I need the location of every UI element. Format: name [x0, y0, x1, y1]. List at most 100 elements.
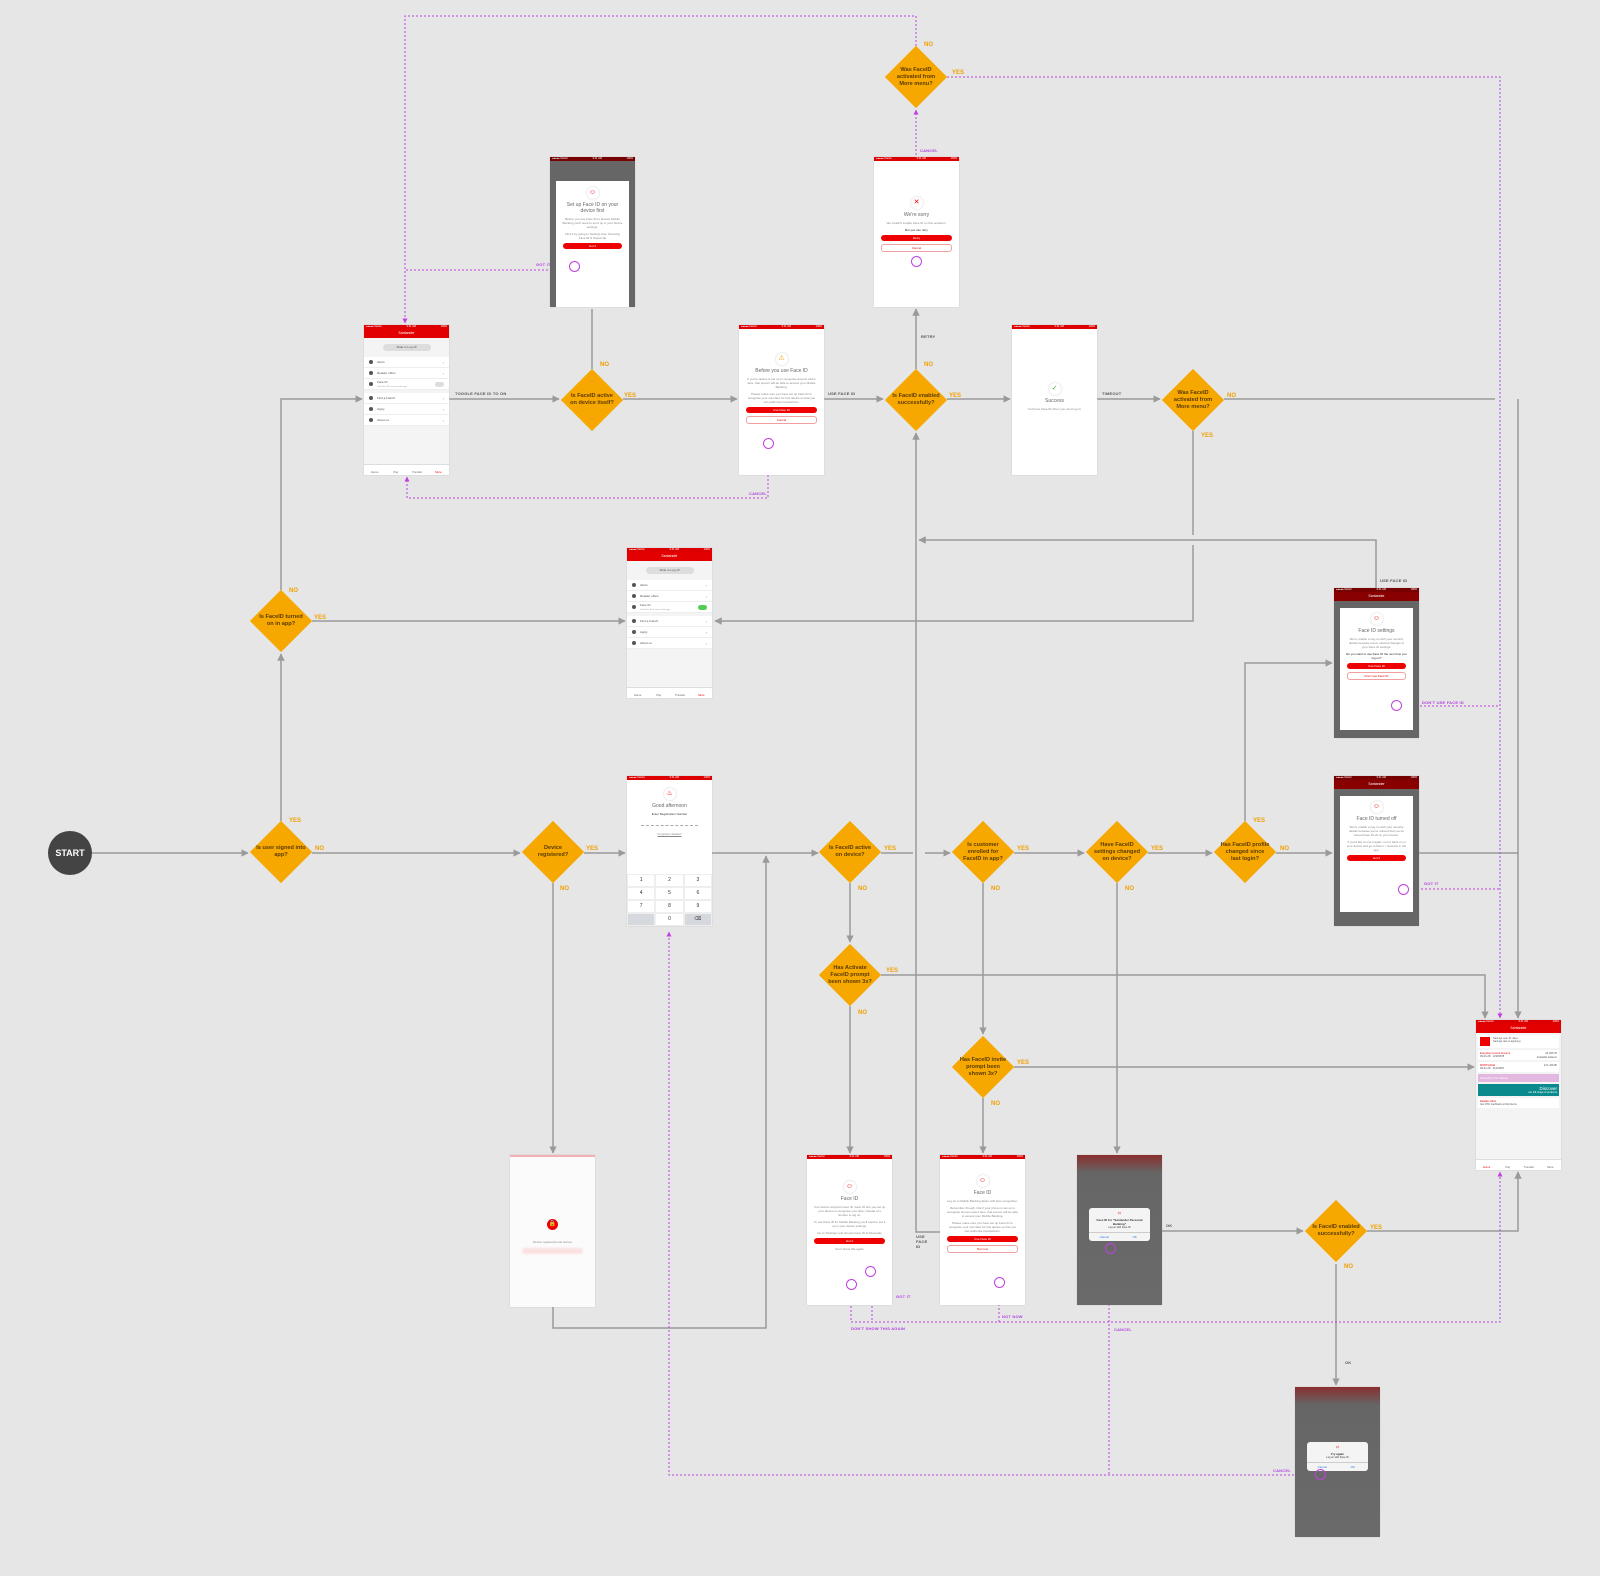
- cancel-button[interactable]: Cancel: [1099, 1235, 1109, 1239]
- warning-icon: ⚠: [775, 353, 788, 365]
- key[interactable]: 1: [627, 874, 656, 887]
- menu-item-retailer-offers[interactable]: Retailer offers›: [364, 368, 449, 379]
- menu-item-alerts[interactable]: Alerts›: [627, 580, 712, 591]
- tap-indicator: [763, 438, 774, 449]
- menu-item-about[interactable]: About us›: [627, 638, 712, 649]
- use-face-id-button[interactable]: Use Face ID: [1347, 663, 1406, 669]
- ok-button[interactable]: OK: [1350, 1465, 1355, 1469]
- branch-label-no: NO: [924, 42, 933, 48]
- key[interactable]: 6: [683, 887, 712, 900]
- got-it-button[interactable]: Got it: [563, 243, 622, 249]
- face-id-icon: ⌗: [1335, 1445, 1340, 1451]
- not-now-button[interactable]: Not now: [947, 1245, 1018, 1253]
- branch-label-yes: YES: [1370, 1225, 1383, 1231]
- edge-label-dont-use: DON'T USE FACE ID: [1422, 700, 1464, 705]
- logoff-slider[interactable]: Slide to Log off: [382, 344, 431, 351]
- tap-indicator: [846, 1279, 857, 1290]
- menu-item-about[interactable]: About us›: [364, 415, 449, 426]
- face-id-icon: ☺: [1370, 613, 1383, 625]
- tab-home[interactable]: Home: [1482, 1165, 1491, 1169]
- decision-d5: Is FaceID enabled successfully?: [884, 368, 948, 432]
- decision-d6: Was FaceID activated from More menu?: [1161, 368, 1225, 432]
- menu-item-retailer-offers[interactable]: Retailer offers›: [627, 591, 712, 602]
- backspace-key[interactable]: ⌫: [683, 913, 712, 926]
- dont-show-again-link[interactable]: Don't show this again: [835, 1247, 864, 1251]
- menu-item-apply[interactable]: Apply›: [627, 627, 712, 638]
- face-id-toggle[interactable]: [435, 381, 444, 387]
- dialog-text: Before you use Face ID to access Mobile …: [562, 217, 623, 229]
- got-it-button[interactable]: Got it: [814, 1238, 885, 1244]
- use-face-id-button[interactable]: Use Face ID: [746, 407, 817, 413]
- menu-item-find-branch[interactable]: Find a branch›: [364, 393, 449, 404]
- branch-label-yes: YES: [624, 393, 637, 399]
- edge-label-cancel: CANCEL: [1114, 1327, 1132, 1332]
- brand-header: Santander: [627, 552, 712, 561]
- retry-button[interactable]: Retry: [881, 235, 952, 241]
- key[interactable]: 7: [627, 900, 656, 913]
- cancel-button[interactable]: Cancel: [746, 416, 817, 424]
- branch-label-yes: YES: [886, 968, 899, 974]
- logoff-slider[interactable]: Slide to Log off: [645, 567, 694, 574]
- decision-text: Is FaceID active on device?: [829, 845, 871, 858]
- tab-transfer[interactable]: Transfer: [1523, 1165, 1535, 1169]
- tap-indicator: [1105, 1243, 1116, 1254]
- key[interactable]: 2: [655, 874, 684, 887]
- branch-label-no: NO: [1227, 393, 1236, 399]
- use-face-id-button[interactable]: Use Face ID: [947, 1236, 1018, 1242]
- tap-indicator: [911, 256, 922, 267]
- face-id-toggle[interactable]: [698, 604, 707, 610]
- tab-pay[interactable]: Pay: [1505, 1165, 1511, 1169]
- cancel-button[interactable]: Cancel: [1317, 1465, 1327, 1469]
- decision-d1: Is user signed into app?: [249, 820, 313, 884]
- key[interactable]: 9: [683, 900, 712, 913]
- branch-label-no: NO: [1125, 886, 1134, 892]
- cancel-button[interactable]: Cancel: [881, 244, 952, 252]
- screen-text: To use Face ID for Mobile Banking you'll…: [813, 1220, 886, 1228]
- forgotten-details-link[interactable]: Forgotten details?: [657, 832, 682, 836]
- key[interactable]: 0: [655, 913, 684, 926]
- key[interactable]: 3: [683, 874, 712, 887]
- tab-more[interactable]: More: [435, 470, 442, 474]
- screen-title: Success: [1045, 398, 1064, 404]
- edge-label-cancel: CANCEL: [1273, 1468, 1291, 1473]
- tab-transfer[interactable]: Transfer: [411, 470, 423, 474]
- key[interactable]: 8: [655, 900, 684, 913]
- edge-label-cancel: CANCEL: [749, 491, 767, 496]
- tab-home[interactable]: Home: [633, 693, 642, 697]
- key[interactable]: 4: [627, 887, 656, 900]
- tab-more[interactable]: More: [1547, 1165, 1554, 1169]
- tab-transfer[interactable]: Transfer: [674, 693, 686, 697]
- key[interactable]: 5: [655, 887, 684, 900]
- tab-more[interactable]: More: [698, 693, 705, 697]
- menu-item-apply[interactable]: Apply›: [364, 404, 449, 415]
- branch-label-no: NO: [991, 886, 1000, 892]
- promo-banner[interactable]: Protecting Your Money: [1478, 1074, 1559, 1082]
- decision-d9: Has Activate FaceID prompt been shown 3x…: [818, 943, 882, 1007]
- decision-text: Have FaceID settings changed on device?: [1093, 841, 1140, 862]
- got-it-button[interactable]: Got it: [1347, 855, 1406, 861]
- menu-item-find-branch[interactable]: Find a branch›: [627, 616, 712, 627]
- decision-d12: Have FaceID settings changed on device?: [1085, 820, 1149, 884]
- edge-label-use-face-id: USE FACE ID: [828, 391, 856, 396]
- tab-pay[interactable]: Pay: [656, 693, 662, 697]
- tab-home[interactable]: Home: [370, 470, 379, 474]
- dont-use-face-id-button[interactable]: Don't use Face ID: [1347, 672, 1406, 680]
- decision-text: Is user signed into app?: [256, 845, 306, 858]
- decision-d14: Is FaceID enabled successfully?: [1304, 1199, 1368, 1263]
- ok-button[interactable]: OK: [1132, 1235, 1137, 1239]
- tab-pay[interactable]: Pay: [393, 470, 399, 474]
- menu-item-alerts[interactable]: Alerts›: [364, 357, 449, 368]
- registration-number-input[interactable]: [641, 822, 698, 826]
